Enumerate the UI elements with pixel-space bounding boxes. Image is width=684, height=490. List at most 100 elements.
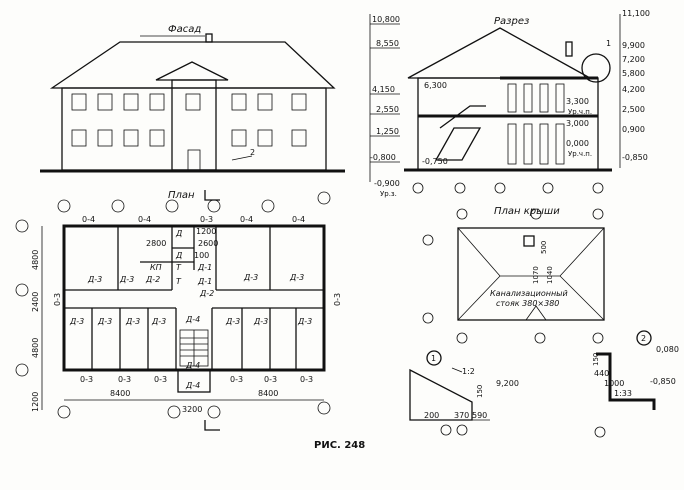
inner-level-note: Ур.ч.п.	[568, 150, 592, 158]
room-label: КП	[150, 263, 162, 272]
detail-1-bubble	[426, 350, 442, 366]
roof-sewer-stack	[523, 235, 535, 247]
level-label: 8,550	[376, 39, 399, 48]
facade-wall	[61, 87, 327, 171]
detail-1-slope-leader	[451, 367, 463, 373]
floor-plan: План 0-4 0-4 0-3 0-4 0-4	[15, 190, 342, 431]
room-label: Д-4	[185, 315, 200, 324]
room-label: Д-1	[197, 263, 212, 272]
level-label: -0,800	[370, 153, 396, 162]
room-label: Д-3	[243, 273, 258, 282]
roof-dormer	[525, 305, 547, 321]
plan-grid-bubbles-top	[57, 191, 331, 213]
bottom-dim: 0-3	[80, 375, 93, 384]
grid-bubble	[440, 424, 452, 436]
inner-level: 6,300	[424, 81, 447, 90]
detail-2-foundation	[596, 352, 656, 410]
facade-roof	[49, 41, 336, 89]
roof-grid-bubbles	[422, 208, 604, 344]
facade-entrance-door	[187, 149, 201, 171]
room-label: Д-3	[151, 317, 166, 326]
roof-dim: 500	[540, 241, 548, 254]
level-label: -0,900	[374, 179, 400, 188]
room-label: Д	[175, 251, 182, 260]
bottom-dim: 0-3	[300, 375, 313, 384]
room-label: Д-3	[119, 275, 134, 284]
room-label: Д-3	[289, 273, 304, 282]
inner-dim: 2600	[198, 239, 218, 248]
inner-level: 0,000	[566, 139, 589, 148]
detail-2-dim: 440	[594, 369, 609, 378]
section-title: Разрез	[494, 16, 529, 27]
room-label: Д-3	[97, 317, 112, 326]
plan-stair	[179, 329, 209, 367]
section-stair-lower	[435, 127, 482, 161]
left-dim: 2400	[31, 292, 40, 312]
facade-mark-leader	[231, 155, 253, 161]
room-label: Д-3	[87, 275, 102, 284]
plan-cut-mark-bottom	[204, 420, 220, 431]
grid-bubble	[542, 182, 554, 194]
level-label: 4,150	[372, 85, 395, 94]
top-dim: 0-4	[82, 215, 95, 224]
plan-entrance-porch	[177, 369, 211, 393]
room-label: Д-3	[125, 317, 140, 326]
ground-level-note: Ур.з.	[380, 190, 397, 198]
facade-windows-upper	[71, 93, 307, 111]
section-view: Разрез 6,300 3,300 Ур.ч.п. 3,000 0,000 У…	[404, 16, 612, 194]
room-label: Д-3	[297, 317, 312, 326]
left-dim: 1200	[31, 392, 40, 412]
bottom-dim: 0-3	[118, 375, 131, 384]
left-level-scale: 10,800 8,550 4,150 2,550 1,250 -0,800 -0…	[369, 14, 400, 198]
bottom-dim: 0-3	[230, 375, 243, 384]
bottom-dim: 0-3	[154, 375, 167, 384]
level-label: 9,900	[622, 41, 645, 50]
inner-dim: 100	[194, 251, 209, 260]
top-dim: 0-4	[292, 215, 305, 224]
detail-1-dim: 370	[454, 411, 469, 420]
facade-windows-lower	[71, 129, 307, 147]
grid-bubble	[592, 182, 604, 194]
level-label: 1,250	[376, 127, 399, 136]
facade-chimney	[205, 33, 213, 43]
section-doors	[507, 83, 565, 165]
roof-dim: 1070	[532, 266, 540, 284]
room-label: Д-4	[185, 381, 200, 390]
left-dim: 4800	[31, 250, 40, 270]
right-level-scale: 11,100 9,900 7,200 5,800 4,200 2,500 0,9…	[619, 9, 650, 168]
detail-2-level: -0,850	[650, 377, 676, 386]
detail-2-slope: 1:33	[614, 389, 632, 398]
side-dim: 0-3	[53, 293, 62, 306]
level-label: 5,800	[622, 69, 645, 78]
detail-1-dim: 590	[472, 411, 487, 420]
level-label: 7,200	[622, 55, 645, 64]
detail-2-dim: 1000	[604, 379, 624, 388]
room-label: Д-2	[145, 275, 160, 284]
bottom-dim: 0-3	[264, 375, 277, 384]
room-label: Д-2	[199, 289, 214, 298]
section-chimney	[565, 41, 573, 57]
detail-2-dim: 150	[592, 353, 600, 366]
top-dim: 0-3	[200, 215, 213, 224]
grid-bubble	[494, 182, 506, 194]
facade-gable	[155, 61, 229, 81]
level-label: 10,800	[372, 15, 400, 24]
grid-bubble	[456, 424, 468, 436]
room-label: Д	[175, 229, 182, 238]
roof-dim: 1040	[546, 266, 554, 284]
top-dim: 0-4	[138, 215, 151, 224]
inner-dim: 1200	[196, 227, 216, 236]
facade-mark: 2	[250, 148, 255, 157]
grid-bubble	[412, 182, 424, 194]
room-label: Д-3	[225, 317, 240, 326]
section-stair-upper	[439, 105, 486, 129]
grid-bubble	[594, 426, 606, 438]
room-label: Т	[176, 263, 182, 272]
overall-dim: 8400	[258, 389, 278, 398]
facade-central-block	[171, 79, 217, 171]
level-label: 2,500	[622, 105, 645, 114]
level-label: 0,900	[622, 125, 645, 134]
left-dim: 4800	[31, 338, 40, 358]
